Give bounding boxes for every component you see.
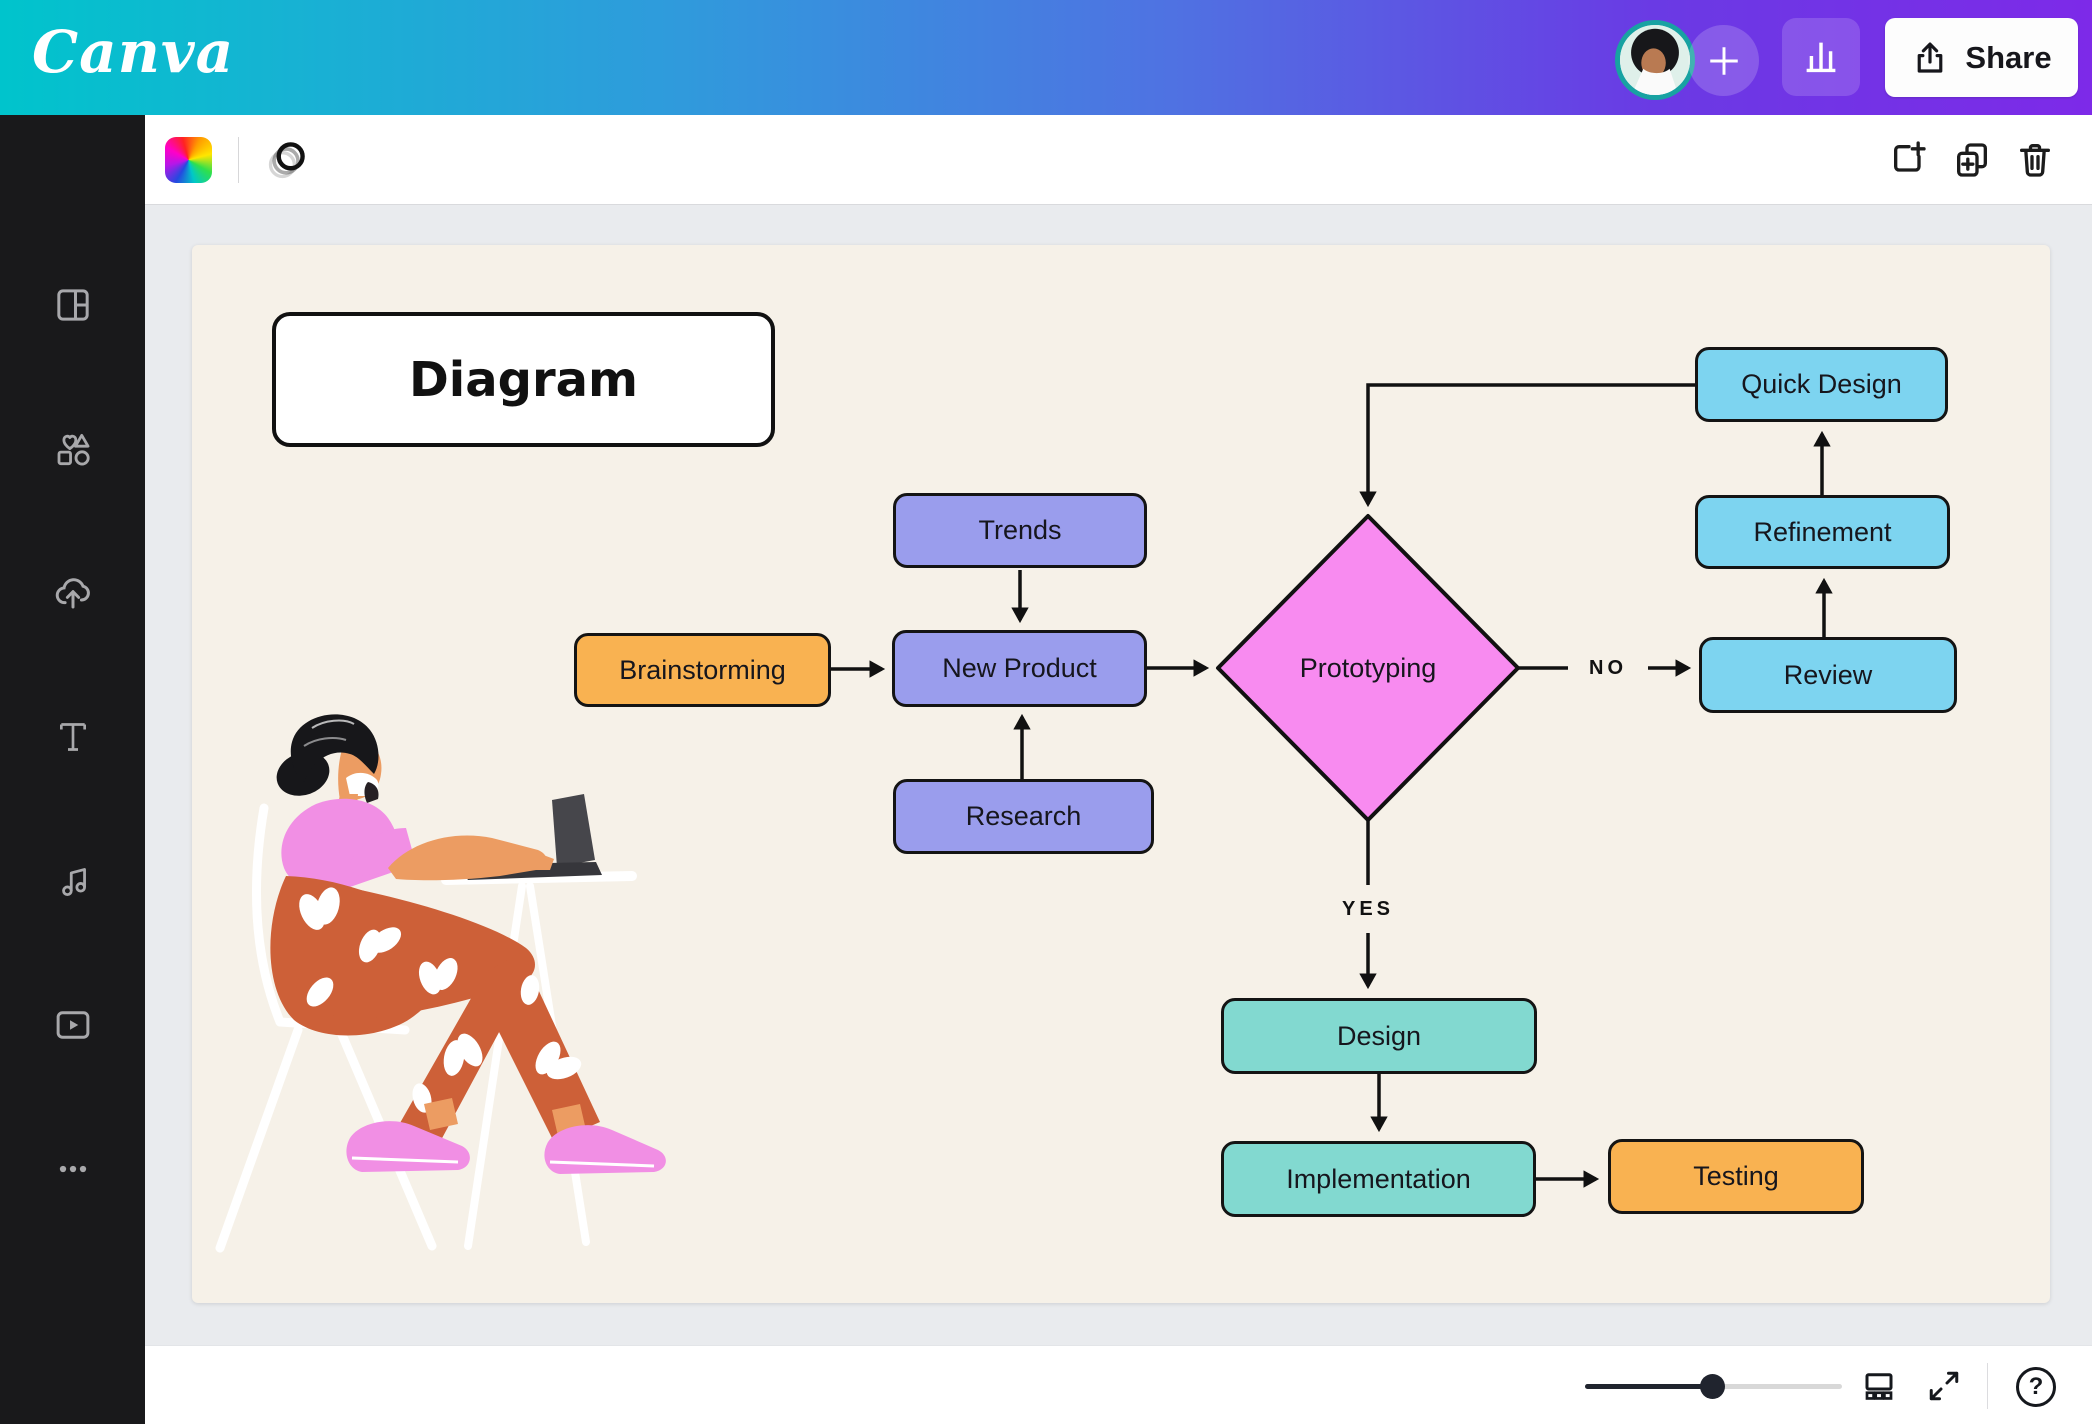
delete-page-button[interactable]: [2013, 138, 2057, 182]
sidebar-item-uploads[interactable]: [51, 571, 95, 615]
node-trends[interactable]: Trends: [893, 493, 1147, 568]
zoom-slider[interactable]: [1585, 1374, 1842, 1399]
person-illustration[interactable]: [200, 690, 800, 1310]
sidebar-item-videos[interactable]: [51, 1003, 95, 1047]
node-review[interactable]: Review: [1699, 637, 1957, 713]
add-page-icon: [1894, 141, 1926, 172]
node-refinement[interactable]: Refinement: [1695, 495, 1950, 569]
node-implementation[interactable]: Implementation: [1221, 1141, 1536, 1217]
pages-grid-button[interactable]: [1861, 1368, 1897, 1404]
canva-logo[interactable]: Canva: [32, 18, 235, 86]
help-glyph: ?: [2028, 1373, 2044, 1400]
node-quick-design[interactable]: Quick Design: [1695, 347, 1948, 422]
fullscreen-expand-icon: [1929, 1371, 1959, 1401]
templates-icon: [56, 289, 89, 321]
videos-icon: [56, 1011, 89, 1039]
zoom-slider-thumb[interactable]: [1700, 1374, 1725, 1399]
design-page[interactable]: Diagram Trends Brainstorming New Product…: [192, 245, 2050, 1303]
avatar-image: [1620, 25, 1690, 95]
node-brainstorming[interactable]: Brainstorming: [574, 633, 831, 707]
node-research[interactable]: Research: [893, 779, 1154, 854]
node-prototyping-label[interactable]: Prototyping: [1299, 652, 1437, 683]
sidebar-item-elements[interactable]: [51, 427, 95, 471]
node-prototyping-shape[interactable]: [1216, 514, 1520, 822]
transparency-icon: [268, 142, 305, 179]
sidebar-item-text[interactable]: [51, 715, 95, 759]
workspace: Diagram Trends Brainstorming New Product…: [145, 205, 2092, 1345]
edge-label-yes: YES: [1341, 897, 1395, 920]
elements-icon: [57, 433, 90, 466]
node-testing[interactable]: Testing: [1608, 1139, 1864, 1214]
fullscreen-button[interactable]: [1926, 1368, 1962, 1404]
plus-icon: [1709, 46, 1738, 75]
node-design[interactable]: Design: [1221, 998, 1537, 1074]
color-rainbow-swatch[interactable]: [165, 137, 212, 183]
diagram-title[interactable]: Diagram: [272, 312, 775, 447]
top-bar: Canva Share: [0, 0, 2092, 115]
edge-label-no: NO: [1589, 656, 1627, 679]
more-dots-icon: [59, 1165, 86, 1173]
duplicate-page-button[interactable]: [1950, 138, 1994, 182]
share-label: Share: [1965, 39, 2052, 75]
bar-chart-icon: [1806, 42, 1836, 73]
share-upload-icon: [1918, 41, 1943, 73]
flow-arrows: [831, 383, 1833, 1188]
add-account-button[interactable]: [1688, 25, 1759, 96]
toolbar-divider: [238, 137, 239, 183]
zoom-slider-fill: [1585, 1384, 1712, 1389]
bottombar-divider: [1987, 1363, 1988, 1409]
duplicate-page-icon: [1957, 143, 1987, 177]
help-button[interactable]: ?: [2016, 1367, 2056, 1407]
node-new-product[interactable]: New Product: [892, 630, 1147, 707]
share-button[interactable]: Share: [1885, 18, 2078, 97]
transparency-button[interactable]: [265, 138, 309, 182]
object-toolbar: [145, 115, 2092, 205]
insights-button[interactable]: [1782, 18, 1860, 96]
person: [270, 714, 666, 1174]
add-page-button[interactable]: [1887, 138, 1931, 182]
sidebar-item-audio[interactable]: [51, 859, 95, 903]
sidebar: [0, 115, 145, 1424]
avatar[interactable]: [1615, 20, 1695, 100]
text-icon: [59, 723, 86, 751]
uploads-icon: [55, 578, 90, 609]
sidebar-item-more[interactable]: [51, 1147, 95, 1191]
pages-grid-icon: [1865, 1373, 1893, 1400]
audio-icon: [61, 868, 86, 897]
trash-icon: [2020, 144, 2050, 177]
sidebar-item-templates[interactable]: [51, 283, 95, 327]
bottom-bar: ?: [145, 1345, 2092, 1424]
